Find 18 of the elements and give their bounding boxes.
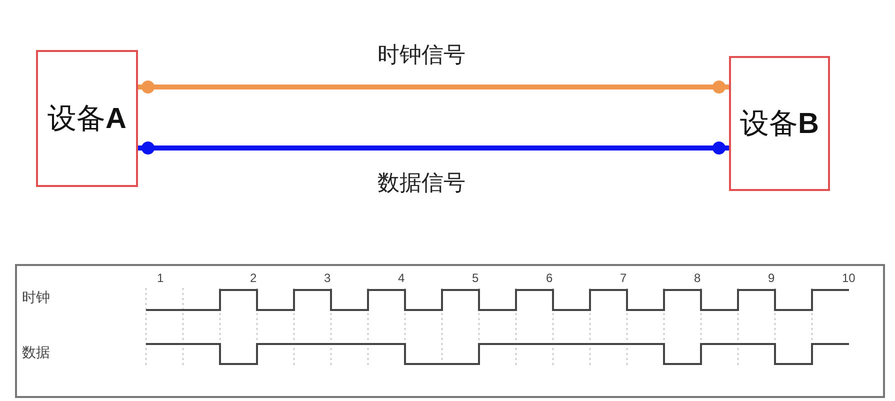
cycle-number: 7 [620,271,627,285]
signal-line [138,80,729,94]
cycle-number: 6 [546,271,553,285]
cycle-number: 3 [324,271,331,285]
cycle-number: 4 [398,271,405,285]
device-label: 设备B [740,104,819,142]
cycle-number: 1 [157,271,164,285]
device-box [729,56,830,191]
cycle-number: 9 [768,271,775,285]
cycle-number: 10 [842,271,856,285]
device-label: 设备A [48,100,126,136]
cycle-number: 8 [694,271,701,285]
cycle-number: 2 [250,271,257,285]
signal-name: 时钟 [22,289,50,307]
cycle-number: 5 [472,271,479,285]
signal-line [138,142,729,154]
device-box [36,50,138,187]
signal-name: 数据 [22,344,50,362]
